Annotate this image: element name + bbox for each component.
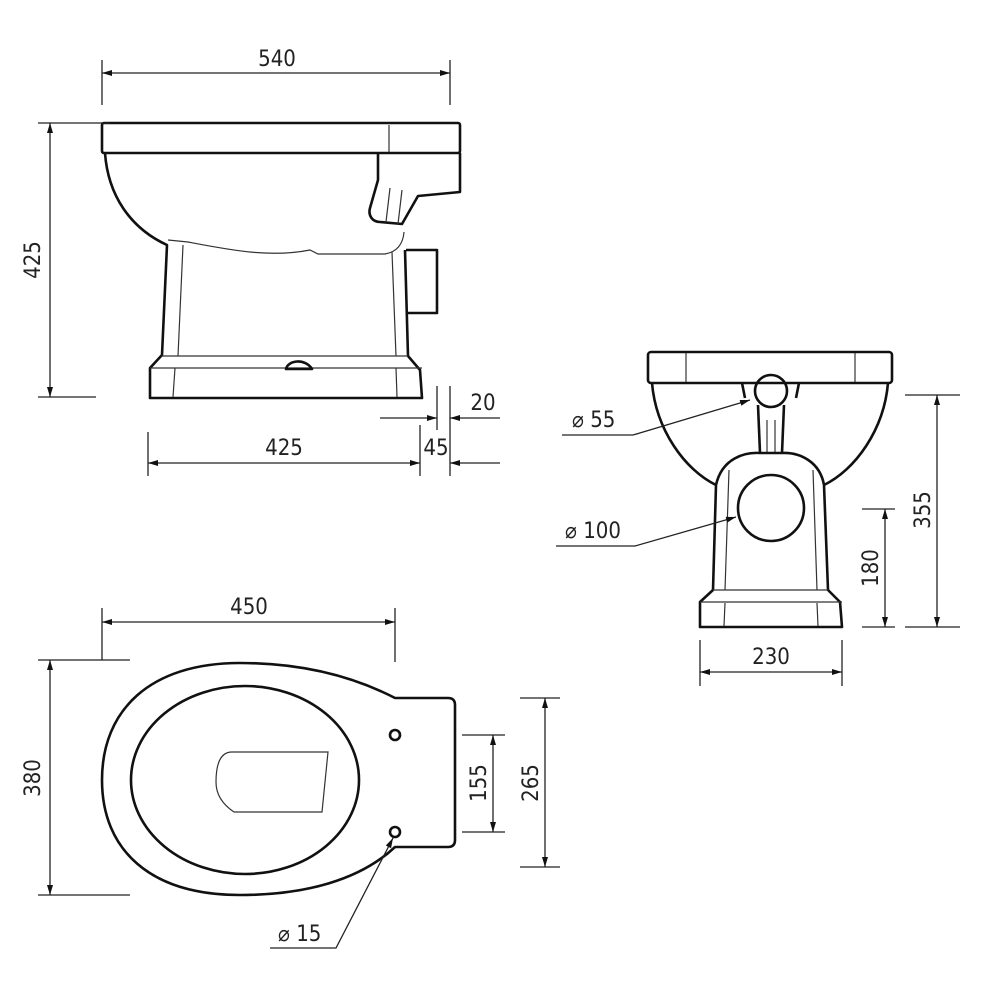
side-view: 540 425 425 45 20 — [21, 47, 500, 476]
seat-rim — [100, 121, 462, 155]
outlet-spigot — [406, 248, 439, 315]
top-view: 450 380 155 265 ⌀ 15 — [21, 595, 560, 949]
dim-inlet-diameter: ⌀ 55 — [572, 408, 615, 433]
inlet-circle — [753, 373, 789, 409]
waterway — [215, 751, 329, 813]
outlet-circle — [736, 473, 806, 543]
front-view: ⌀ 55 ⌀ 100 355 180 230 — [556, 350, 960, 686]
dim-side-height: 425 — [21, 241, 46, 279]
bowl-opening — [129, 684, 361, 876]
fixing-cap — [284, 360, 314, 371]
dim-outlet-diameter: ⌀ 100 — [565, 519, 621, 544]
dim-outlet-height: 180 — [859, 549, 884, 587]
dim-top-length: 450 — [230, 595, 268, 620]
front-seat-rim — [646, 350, 894, 385]
dim-hole-diameter: ⌀ 15 — [278, 922, 321, 947]
dim-top-width: 380 — [21, 759, 46, 797]
dim-outlet-projection: 20 — [470, 391, 495, 416]
dim-base-width: 230 — [752, 645, 790, 670]
seat-hole — [388, 825, 402, 839]
dim-rear-width: 265 — [519, 764, 544, 802]
seat-hole — [388, 728, 402, 742]
dim-front-height: 355 — [911, 491, 936, 529]
dim-outlet-offset: 45 — [423, 436, 448, 461]
dim-base-length: 425 — [265, 436, 303, 461]
dim-hole-spacing: 155 — [467, 764, 492, 802]
pedestal — [698, 451, 844, 629]
bowl-profile — [103, 152, 424, 400]
pan-outline — [100, 661, 457, 897]
dim-overall-length: 540 — [258, 47, 296, 72]
